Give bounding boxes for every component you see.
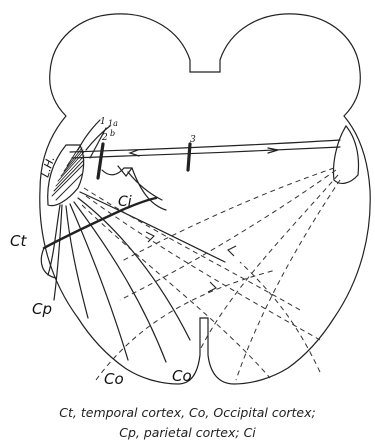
main-tract-upper (70, 140, 340, 152)
dashed-fibre-3 (82, 205, 270, 378)
dashed-fibre-8 (96, 270, 276, 380)
dashed-fibre-7 (120, 168, 334, 262)
cut-mark-3 (188, 144, 190, 170)
dashed-fibre-6 (236, 180, 340, 380)
dashed-arrow-2 (228, 246, 236, 256)
tract-arrow-left (130, 150, 139, 156)
main-tract-lower (72, 147, 340, 158)
dashed-arrow-3 (208, 282, 216, 292)
cp-fibre-3 (66, 206, 88, 318)
label-co-right: Co (172, 367, 192, 385)
dashed-arrow-1 (146, 232, 154, 242)
label-num-1a: 1a (108, 119, 118, 128)
label-ct: Ct (10, 232, 27, 250)
right-lateral-region (334, 126, 359, 183)
label-cp: Cp (32, 300, 52, 318)
label-num-1b: b (110, 129, 115, 138)
dashed-fibre-5 (200, 175, 338, 350)
label-lh: L.H. (38, 155, 57, 179)
dashed-fibre-1 (84, 188, 300, 310)
label-num-2: 2 (101, 133, 108, 143)
label-ci: Ci (118, 194, 132, 210)
label-co-left: Co (104, 370, 124, 388)
label-num-1: 1 (100, 117, 106, 127)
ci-branch (102, 168, 166, 210)
label-num-3: 3 (190, 135, 196, 145)
lh-hatching (52, 146, 84, 200)
cut-mark-2 (98, 144, 103, 178)
caption-line-1: Ct, temporal cortex, Co, Occipital corte… (0, 405, 375, 420)
caption-line-2: Cp, parietal cortex; Ci (0, 425, 375, 440)
co-fibre-3 (78, 198, 190, 340)
